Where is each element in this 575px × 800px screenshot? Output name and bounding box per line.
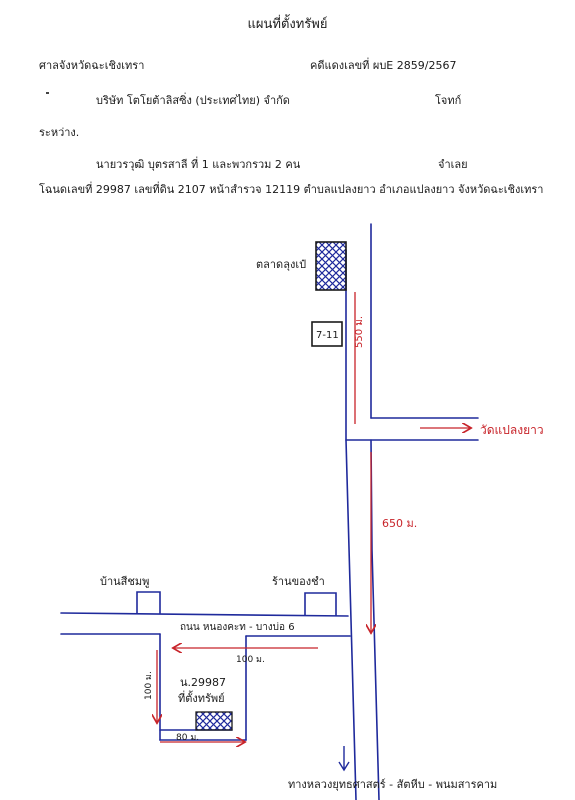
main-road-right-edge-lower xyxy=(370,439,380,800)
property-label: ที่ตั้งทรัพย์ xyxy=(178,690,225,705)
court-name: ศาลจังหวัดฉะเชิงเทรา xyxy=(39,59,145,72)
defendant-name: นายวรวุฒิ บุตรสาลี ที่ 1 และพวกรวม 2 คน xyxy=(96,158,301,171)
road-label: ถนน หนองคะท - บางบ่อ 6 xyxy=(180,622,295,633)
deed-description: โฉนดเลขที่ 29987 เลขที่ดิน 2107 หน้าสำรว… xyxy=(39,183,544,196)
between-label: ระหว่าง. xyxy=(39,126,80,139)
seven-eleven-building xyxy=(311,321,343,347)
stray-mark xyxy=(46,92,49,94)
defendant-role: จำเลย xyxy=(438,158,468,171)
property-building xyxy=(195,711,233,731)
plaintiff-name: บริษัท โตโยต้าลิสซิ่ง (ประเทศไทย) จำกัด xyxy=(96,94,290,107)
bottom-road-label: ทางหลวงยุทธศาสตร์ - สัตหีบ - พนมสารคาม xyxy=(288,778,497,791)
dist-80-label: 80 ม. xyxy=(176,733,199,743)
dist-650-label: 650 ม. xyxy=(382,517,417,530)
case-number: คดีแดงเลขที่ ผบE 2859/2567 xyxy=(310,59,457,72)
page-title: แผนที่ตั้งทรัพย์ xyxy=(247,17,328,32)
seven-eleven-label: 7-11 xyxy=(316,330,339,341)
temple-label: วัดแปลงยาว xyxy=(480,423,544,437)
dist-100-vertical-label: 100 ม. xyxy=(144,671,154,700)
dist-550-label: 550 ม. xyxy=(354,316,365,348)
market-label: ตลาดลุงเป๋ xyxy=(256,258,306,271)
pink-house-label: บ้านสีชมพู xyxy=(100,575,149,588)
south-arrow xyxy=(338,746,350,772)
deed-label: น.29987 xyxy=(180,676,226,689)
grocery-shop-shape xyxy=(304,592,337,616)
plaintiff-role: โจทก์ xyxy=(435,94,462,107)
dist-100-horizontal-label: 100 ม. xyxy=(236,655,265,665)
grocery-shop-label: ร้านของชำ xyxy=(272,575,325,588)
side-road-top-edge xyxy=(60,612,349,617)
market-building xyxy=(315,241,347,291)
pink-house-shape xyxy=(136,591,161,614)
